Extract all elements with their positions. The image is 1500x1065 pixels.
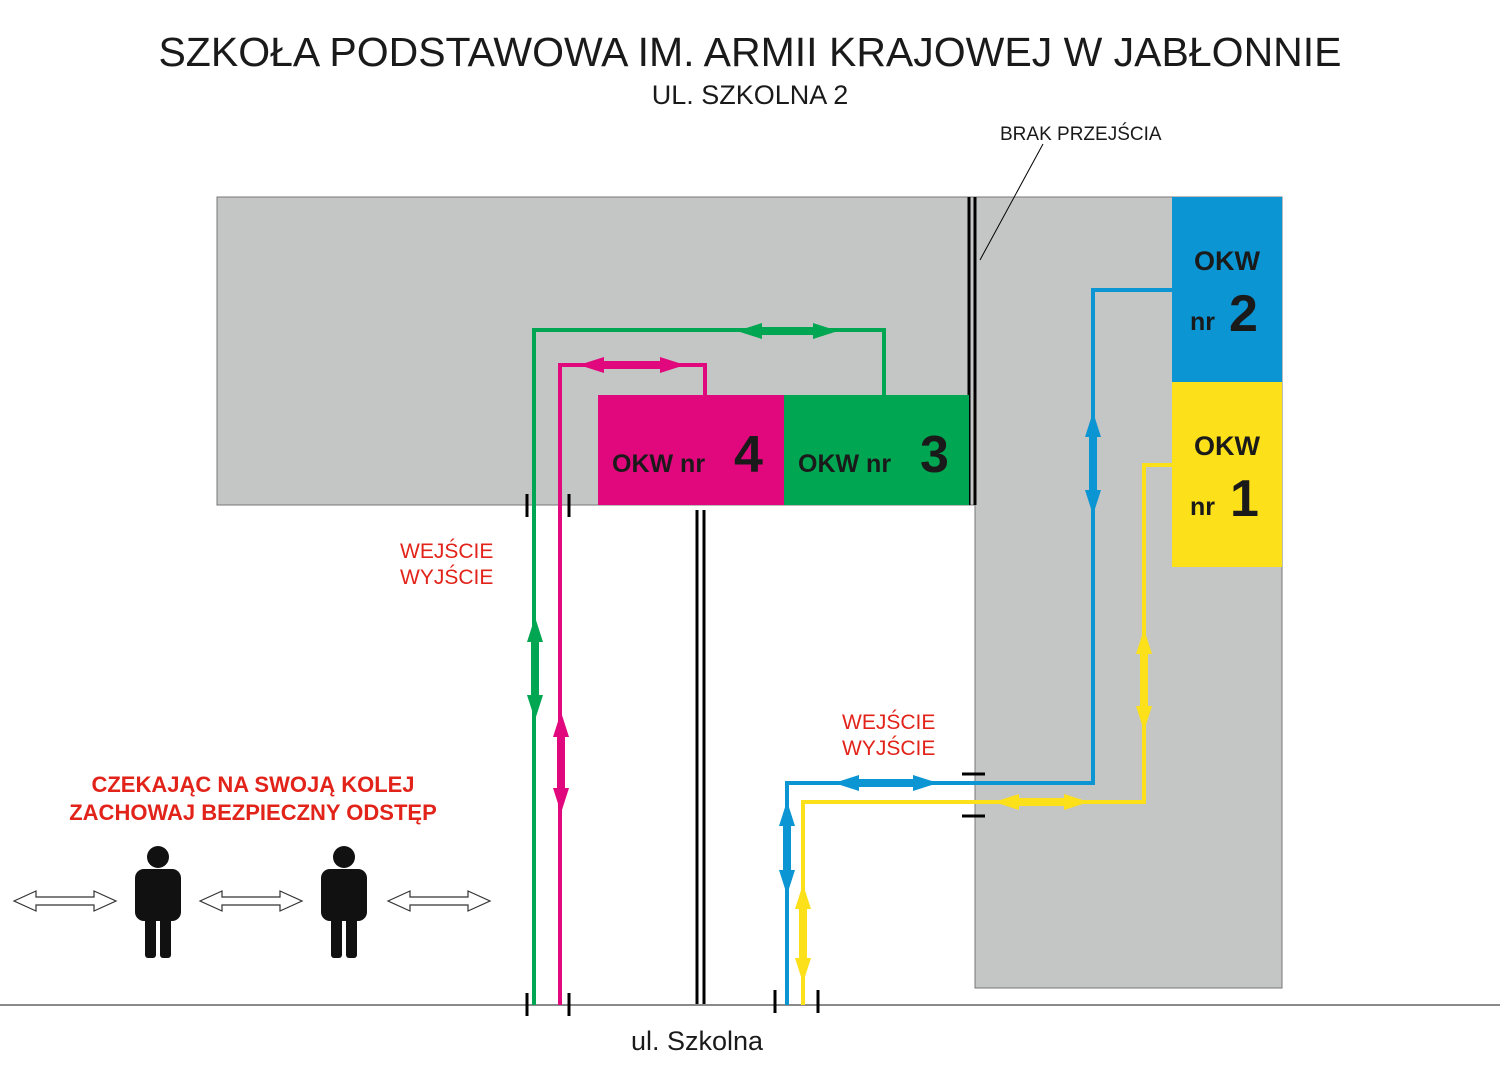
room-okw2-nr: nr [1190,308,1215,336]
queue-notice: CZEKAJĄC NA SWOJĄ KOLEJ ZACHOWAJ BEZPIEC… [69,772,437,825]
room-okw1: OKW nr 1 [1172,382,1282,567]
room-okw2-label: OKW [1194,246,1261,276]
route-okw1 [801,463,1172,1005]
entrance-label-left: WEJŚCIE WYJŚCIE [400,539,493,589]
entrance-right-line2: WYJŚCIE [842,736,935,760]
double-arrow-icon [198,890,304,912]
entrance-label-right: WEJŚCIE WYJŚCIE [842,710,935,760]
no-passage-leader-line [979,143,1044,261]
room-okw4-label: OKW nr [612,450,705,478]
route-okw2-horizontal-arrow [834,775,938,791]
route-okw2-vertical-arrow-lower [779,801,795,895]
street-label: ul. Szkolna [631,1026,764,1056]
route-okw3-horizontal-arrow [737,323,838,339]
entrance-right-line1: WEJŚCIE [842,710,935,734]
page-title: SZKOŁA PODSTAWOWA IM. ARMII KRAJOWEJ W J… [158,29,1341,75]
double-arrow-icon [386,890,492,912]
room-okw3-box [784,395,969,505]
route-okw1-vertical-arrow-upper [1136,629,1152,731]
room-okw4: OKW nr 4 [598,395,784,505]
route-okw3-vertical-arrow [527,617,543,720]
route-okw1-horizontal-arrow [994,794,1089,810]
room-okw4-box [598,395,784,505]
queue-notice-line2: ZACHOWAJ BEZPIECZNY ODSTĘP [69,800,437,825]
no-passage-label: BRAK PRZEJŚCIA [1000,123,1162,145]
entrance-left-line2: WYJŚCIE [400,565,493,589]
room-okw2-box [1172,197,1282,382]
route-okw1-vertical-arrow-lower [795,884,811,983]
queue-notice-line1: CZEKAJĄC NA SWOJĄ KOLEJ [91,772,414,797]
double-arrow-icon [12,890,118,912]
room-okw3-label: OKW nr [798,450,891,478]
room-okw4-number: 4 [734,426,763,484]
room-okw2: OKW nr 2 [1172,197,1282,382]
room-okw1-number: 1 [1230,470,1259,528]
route-okw4-horizontal-arrow [579,357,685,373]
person-icon [321,846,367,958]
door-marks [525,494,985,1016]
room-okw3: OKW nr 3 [784,395,969,505]
room-okw1-nr: nr [1190,493,1215,521]
route-okw4-vertical-arrow [553,712,569,813]
person-icon [135,846,181,958]
route-okw2-vertical-arrow-upper [1085,412,1101,515]
address: UL. SZKOLNA 2 [652,80,849,110]
yard-fence [695,510,706,1005]
room-okw1-box [1172,382,1282,567]
entrance-left-line1: WEJŚCIE [400,539,493,563]
room-okw1-label: OKW [1194,431,1261,461]
room-okw2-number: 2 [1229,285,1258,343]
room-okw3-number: 3 [920,426,949,484]
